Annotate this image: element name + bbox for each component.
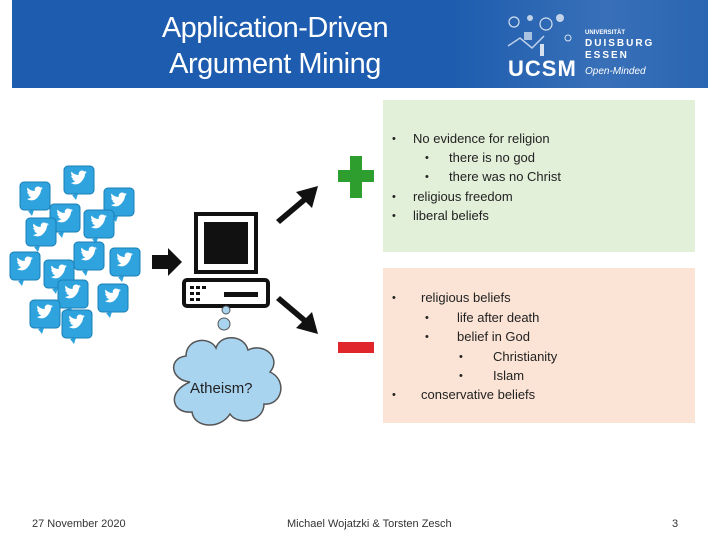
arrow-right-icon	[152, 248, 182, 276]
bullet: •	[459, 370, 463, 382]
pos-item-2: there was no Christ	[449, 169, 561, 184]
slide-title: Application-Driven Argument Mining	[130, 10, 420, 82]
ude-tagline: Open-Minded	[585, 66, 646, 77]
tweet-icon	[19, 181, 51, 217]
bullet: •	[425, 171, 429, 183]
tweet-icon	[25, 217, 57, 253]
minus-icon	[338, 342, 374, 353]
tweet-icon	[73, 241, 105, 277]
title-line-2: Argument Mining	[169, 48, 381, 80]
arrow-down-right-icon	[276, 296, 318, 334]
neg-item-5: conservative beliefs	[421, 387, 536, 402]
tweet-icon	[57, 279, 89, 315]
pos-item-3: religious freedom	[413, 189, 513, 204]
bullet: •	[392, 191, 396, 203]
neg-item-1: life after death	[457, 310, 540, 325]
title-line-1: Application-Driven	[161, 12, 389, 44]
neg-item-3: Christianity	[493, 349, 558, 364]
header-shine	[448, 0, 708, 88]
logo-graphic	[507, 14, 572, 56]
negative-arguments-box	[383, 268, 695, 423]
pos-item-4: liberal beliefs	[413, 208, 489, 223]
ude-small-text: UNIVERSITÄT	[585, 30, 626, 36]
computer-icon	[182, 212, 270, 308]
pos-item-0: No evidence for religion	[413, 131, 550, 146]
pos-item-1: there is no god	[449, 150, 536, 165]
neg-item-0: religious beliefs	[421, 290, 511, 305]
bullet: •	[392, 292, 396, 304]
bullet: •	[425, 152, 429, 164]
page-number: 3	[672, 518, 679, 530]
tweet-icon	[83, 209, 115, 245]
tweet-icon	[97, 283, 129, 319]
bullet: •	[392, 133, 396, 145]
bullet: •	[392, 389, 396, 401]
plus-icon	[338, 156, 374, 198]
footer-authors: Michael Wojatzki & Torsten Zesch	[287, 518, 452, 530]
tweet-icon	[29, 299, 61, 335]
thought-cloud-icon	[173, 305, 282, 426]
footer-date: 27 November 2020	[32, 518, 126, 530]
bullet: •	[392, 210, 396, 222]
ude-essen-text: ESSEN	[585, 50, 629, 61]
bullet: •	[425, 312, 429, 324]
ude-duisburg-text: DUISBURG	[585, 38, 655, 49]
tweet-icon	[61, 309, 93, 345]
ucsm-logo-text: UCSM	[508, 56, 577, 81]
tweet-icon	[63, 165, 95, 201]
header-banner	[12, 0, 708, 88]
tweet-cluster	[9, 165, 141, 345]
bullet: •	[425, 331, 429, 343]
bullet: •	[459, 351, 463, 363]
neg-item-2: belief in God	[457, 329, 530, 344]
tweet-icon	[9, 251, 41, 287]
thought-bubble-text: Atheism?	[190, 380, 253, 397]
positive-arguments-box	[383, 100, 695, 252]
tweet-icon	[109, 247, 141, 283]
neg-item-4: Islam	[493, 368, 525, 383]
arrow-up-right-icon	[276, 186, 318, 224]
